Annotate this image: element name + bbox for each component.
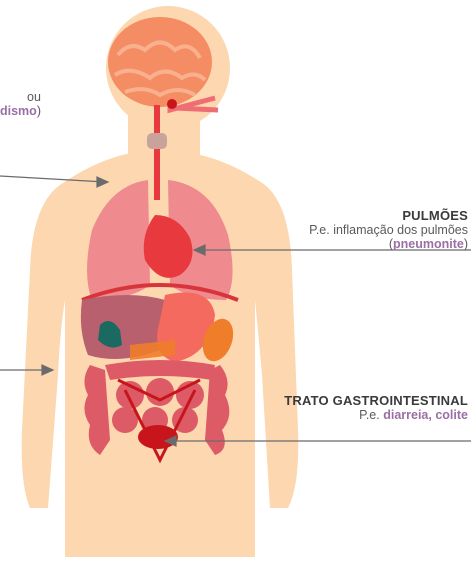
lungs-label: PULMÕES P.e. inflamação dos pulmões (pne… (309, 208, 468, 251)
lungs-term-line: (pneumonite) (309, 237, 468, 251)
gi-title: TRATO GASTROINTESTINAL (284, 393, 468, 408)
rectum (138, 425, 178, 449)
left-top-term: dismo (0, 104, 37, 118)
gi-prefix: P.e. (359, 408, 383, 422)
lungs-description: P.e. inflamação dos pulmões (309, 223, 468, 237)
gi-terms-line: P.e. diarreia, colite (284, 408, 468, 422)
left-top-line2: dismo) (0, 104, 41, 118)
lungs-term: pneumonite (393, 237, 464, 251)
left-top-line1: ou (0, 90, 41, 104)
lungs-close-paren: ) (464, 237, 468, 251)
gi-term-2: colite (435, 408, 468, 422)
gi-label: TRATO GASTROINTESTINAL P.e. diarreia, co… (284, 393, 468, 422)
gi-term-1: diarreia (383, 408, 428, 422)
left-top-close-paren: ) (37, 104, 41, 118)
lungs-title: PULMÕES (309, 208, 468, 223)
left-top-label: ou dismo) (0, 90, 41, 118)
brain (108, 17, 212, 107)
